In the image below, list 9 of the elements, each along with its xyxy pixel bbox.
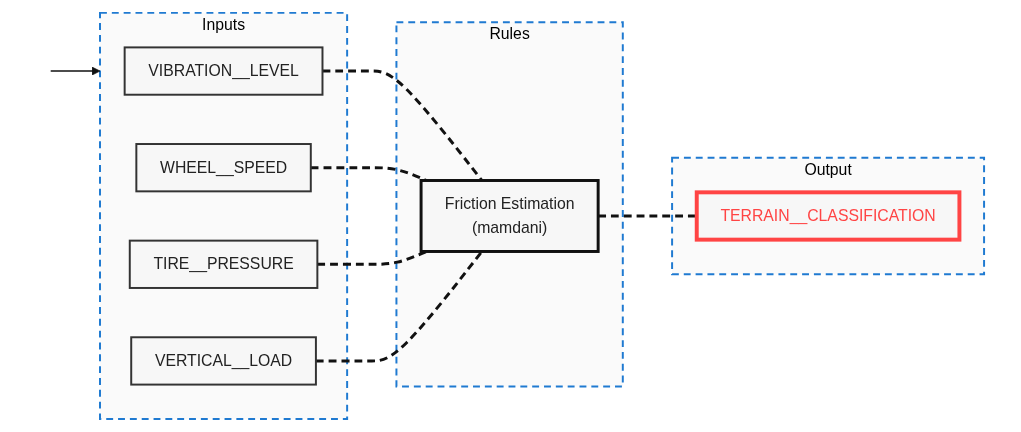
- connector: [317, 250, 428, 266]
- node-box: Friction Estimation (mamdani): [419, 179, 600, 253]
- node-box: TIRE__PRESSURE: [128, 239, 319, 289]
- node-box: WHEEL__SPEED: [135, 143, 312, 193]
- connector: [315, 250, 484, 363]
- arrow: [50, 66, 101, 76]
- node-box: VERTICAL__LOAD: [130, 336, 317, 386]
- node-box: VIBRATION__LEVEL: [123, 46, 324, 96]
- node-box: TERRAIN__CLASSIFICATION: [694, 190, 962, 242]
